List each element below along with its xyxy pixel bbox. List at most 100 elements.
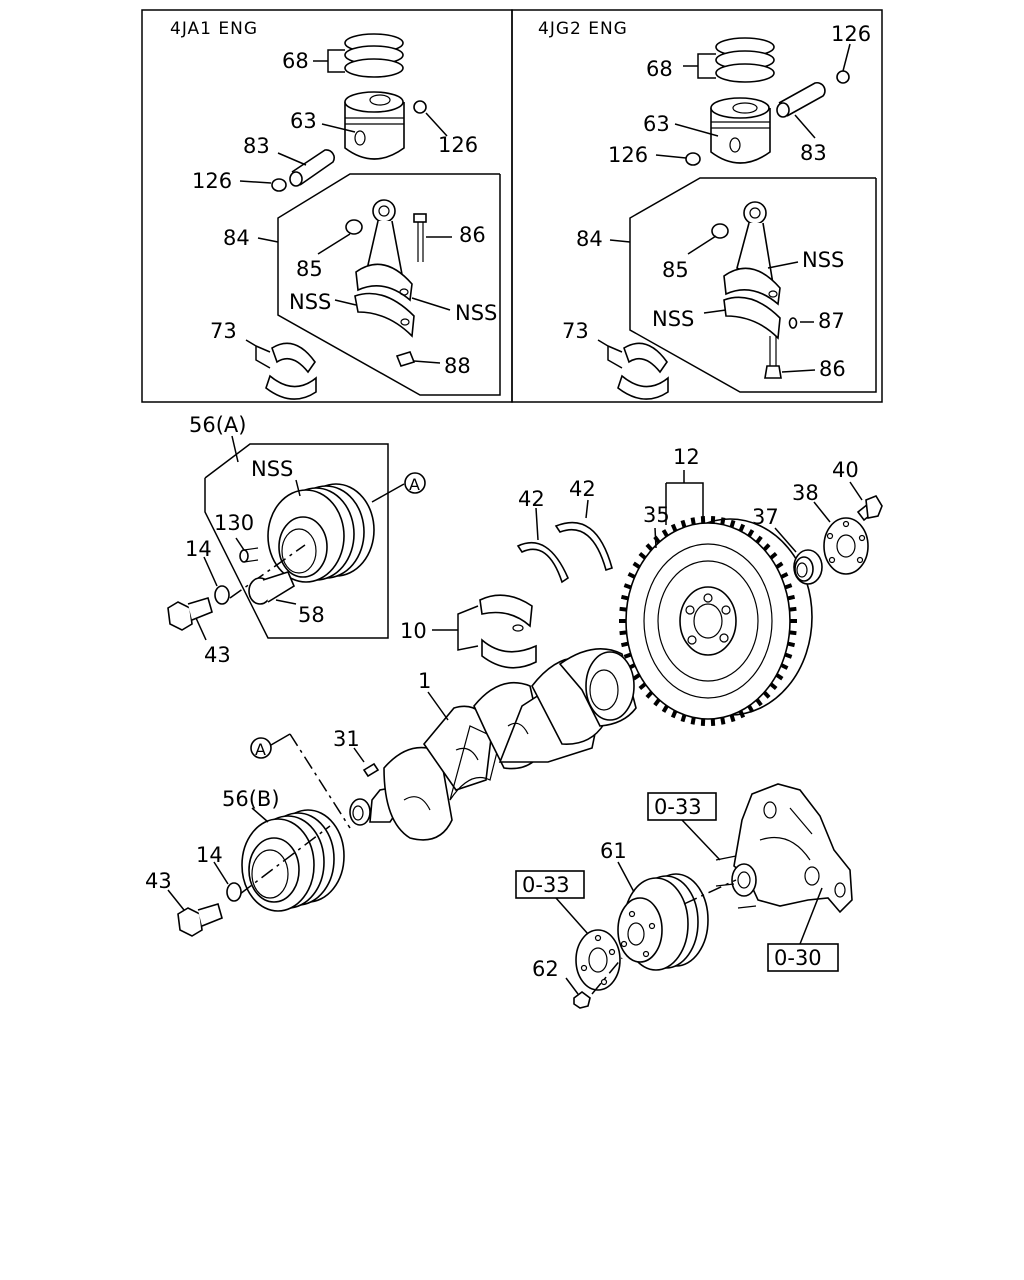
snap-ring-upper-4ja1 [413,100,427,114]
ref-circle-a-upper [404,472,426,494]
label-43-upper: 43 [204,643,231,667]
conrod-group-box-4ja1 [277,173,501,396]
ref-box-0-30-label: 0-30 [774,946,822,970]
gear-tooth [789,606,797,612]
gear-tooth [775,561,784,569]
ref-box-0-33-upper [647,792,717,821]
connecting-rod-4ja1 [355,199,413,302]
label-14-upper: 14 [185,537,212,561]
ref-box-0-33-lower-label: 0-33 [522,873,570,897]
pulley-a-group-box [204,443,389,639]
panel-4jg2-frame [511,9,883,403]
gear-tooth [784,652,793,659]
gear-tooth [653,698,661,707]
label-r73: 73 [562,319,589,343]
label-r-nss-upper: NSS [802,248,844,272]
gear-tooth [729,714,736,723]
label-63: 63 [290,109,317,133]
label-10: 10 [400,619,427,643]
label-31: 31 [333,727,360,751]
connecting-rod-4jg2 [723,201,781,306]
label-126-upper: 126 [438,133,478,157]
gear-tooth [670,523,678,532]
crankshaft-1 [349,648,637,841]
gear-tooth [690,517,696,525]
ref-box-0-33-upper-label: 0-33 [654,795,702,819]
gear-tooth [632,673,641,681]
plate-62 [575,929,621,991]
crank-pulley-a [267,483,375,583]
conrod-cap-4jg2 [723,296,781,340]
snap-ring-lower-4ja1 [271,178,287,192]
label-r83: 83 [800,141,827,165]
label-88: 88 [444,354,471,378]
gear-tooth [720,717,726,725]
conrod-bushing-4jg2 [711,223,729,239]
gear-tooth [661,529,669,538]
label-84: 84 [223,226,250,250]
key-31 [362,762,380,778]
gear-tooth [670,710,678,719]
label-130: 130 [214,511,254,535]
piston-pin-4ja1 [289,149,335,187]
ring-gear-35 [619,516,797,726]
gear-tooth [755,535,763,544]
gear-tooth [747,704,755,713]
conrod-group-box-4jg2 [629,177,877,393]
dowel-pin-4jg2 [788,317,798,329]
thrust-washer-42-right [554,521,613,572]
snap-ring-lower-4jg2 [685,152,701,166]
gear-tooth [645,543,654,552]
flywheel-12 [619,516,813,726]
washer-14-upper [214,585,230,605]
gear-tooth [619,606,627,612]
nut-62 [573,991,591,1009]
gear-tooth [680,714,687,723]
gear-tooth [787,641,796,648]
pump-bracket [715,783,853,914]
label-37: 37 [752,505,779,529]
ref-a-upper-label: A [409,475,420,494]
conrod-nut-4ja1 [395,351,416,367]
label-126-lower: 126 [192,169,232,193]
main-bearing-10 [479,594,537,669]
gear-tooth [620,641,629,648]
gear-tooth [762,543,771,552]
piston-rings-4ja1 [344,33,404,78]
gear-tooth [638,551,647,560]
ref-box-0-33-lower [515,870,585,899]
thrust-washer-42-left [516,541,570,584]
snap-ring-upper-4jg2 [836,70,850,84]
conrod-bolt-4jg2 [764,336,782,379]
crank-pulley-b [241,809,345,912]
piston-4ja1 [344,91,405,160]
ref-a-lower-label: A [255,740,266,759]
gear-tooth [747,529,755,538]
conrod-bearing-4jg2 [617,342,669,400]
label-r126-lower: 126 [608,143,648,167]
gear-tooth [738,710,746,719]
label-62: 62 [532,957,559,981]
label-85: 85 [296,257,323,281]
label-42-left: 42 [518,487,545,511]
ref-box-0-30 [767,943,839,972]
label-14-lower: 14 [196,843,223,867]
piston-pin-4jg2 [776,81,826,118]
gear-tooth [769,682,778,691]
gear-tooth [775,673,784,681]
bolt-43-lower [177,903,223,937]
label-r68: 68 [646,57,673,81]
gear-tooth [680,519,687,528]
gear-tooth [787,594,796,601]
label-58: 58 [298,603,325,627]
bolt-40 [856,495,883,522]
gear-tooth [784,583,793,590]
label-83: 83 [243,134,270,158]
plate-38 [823,517,869,575]
label-r84: 84 [576,227,603,251]
label-56a: 56(A) [189,413,246,437]
gear-tooth [620,594,629,601]
bolt-58 [248,571,296,605]
gear-tooth [738,523,746,532]
